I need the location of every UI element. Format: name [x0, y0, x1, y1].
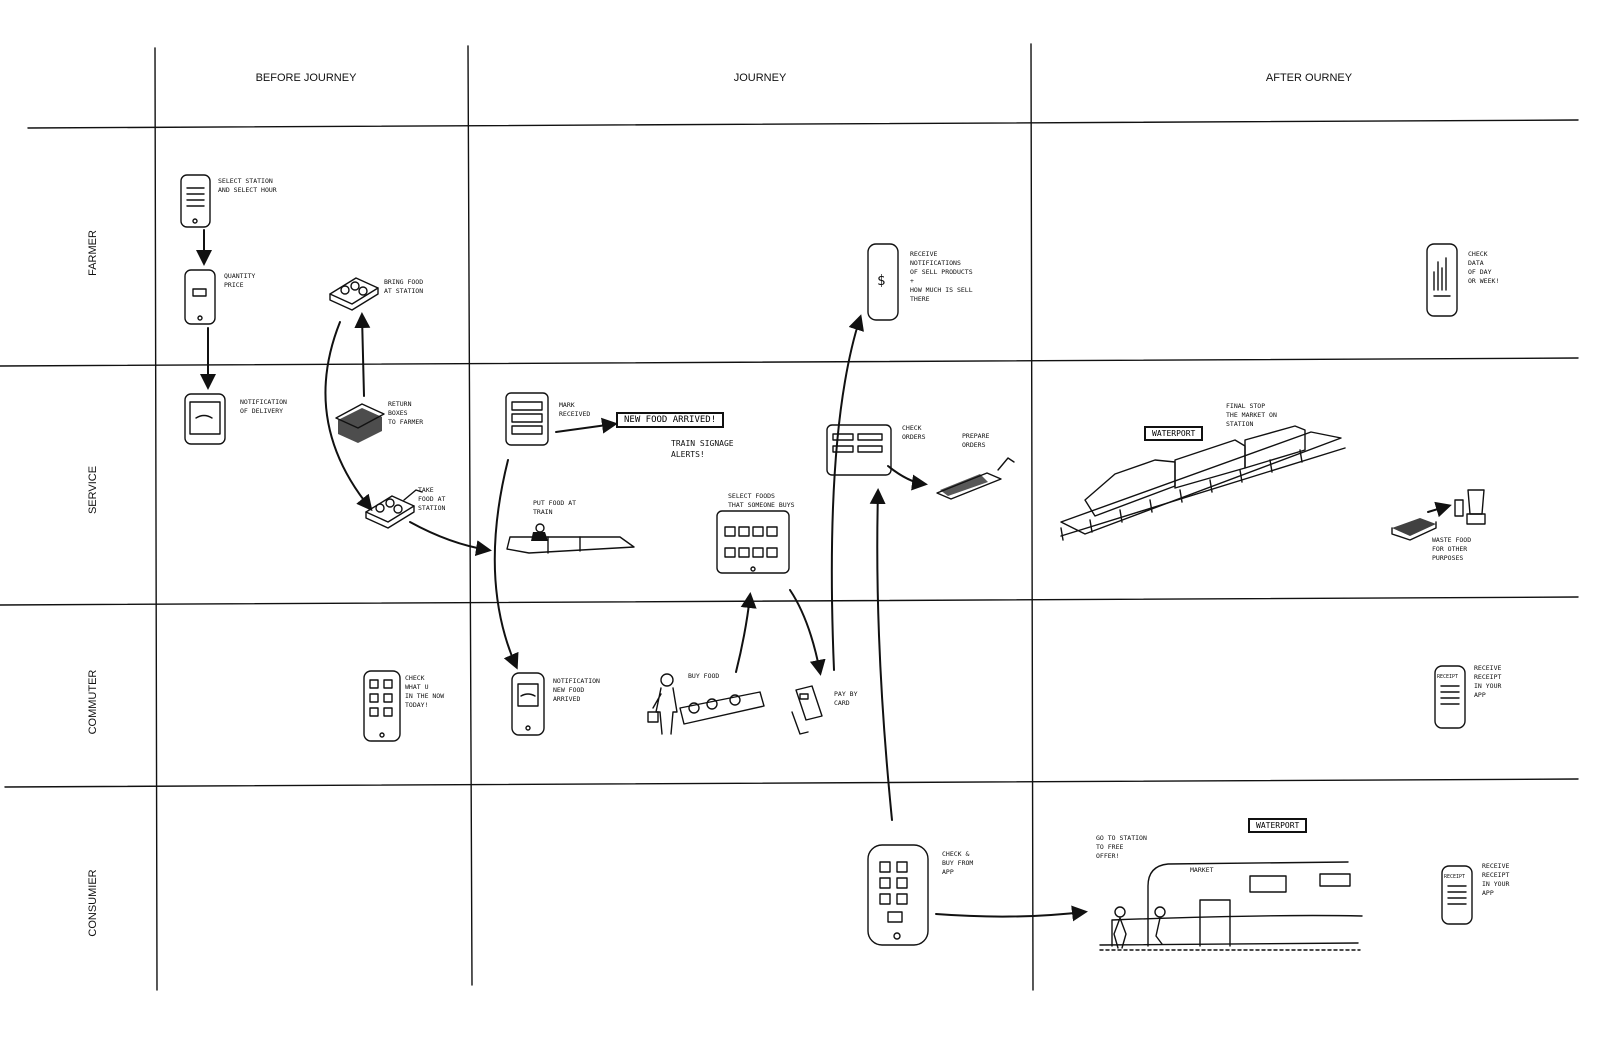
crate-prepare-orders-icon [936, 457, 1015, 500]
note-mark-received: MARK RECEIVED [559, 401, 591, 418]
flow-arrows [196, 229, 1452, 922]
tablet-check-orders-icon [826, 424, 892, 476]
grid-lines [0, 43, 1579, 991]
note-check-buy-app: CHECK & BUY FROM APP [942, 850, 974, 876]
note-receive-receipt-commuter: RECEIVE RECEIPT IN YOUR APP [1474, 664, 1502, 699]
note-select-station: SELECT STATION AND SELECT HOUR [218, 177, 277, 194]
note-check-data: CHECK DATA OF DAY OR WEEK! [1468, 250, 1500, 285]
phone-quantity-icon [184, 269, 216, 325]
note-receive-receipt-consumer: RECEIVE RECEIPT IN YOUR APP [1482, 862, 1510, 897]
row-commuter: COMMUTER [87, 669, 99, 735]
note-receive-notifications: RECEIVE NOTIFICATIONS OF SELL PRODUCTS +… [910, 250, 973, 303]
receipt-label-commuter: RECEIPT [1437, 674, 1459, 680]
receipt-label-consumer: RECEIPT [1444, 874, 1466, 880]
note-market: MARKET [1190, 866, 1214, 874]
phone-receive-notifications-icon: $ [867, 243, 899, 321]
phone-select-station-icon [180, 174, 211, 228]
phone-receipt-consumer-icon [1441, 865, 1473, 925]
row-consumer: CONSUMIER [87, 869, 99, 937]
note-bring-food: BRING FOOD AT STATION [384, 278, 424, 295]
tablet-notification-icon [184, 393, 226, 445]
note-waste-food: WASTE FOOD FOR OTHER PURPOSES [1432, 536, 1472, 562]
column-before-journey: BEFORE JOURNEY [255, 72, 357, 84]
note-final-stop: FINAL STOP THE MARKET ON STATION [1226, 402, 1277, 428]
phone-notification-new-food-icon [511, 672, 545, 736]
note-put-food-train: PUT FOOD AT TRAIN [533, 499, 577, 516]
note-take-food: TAKE FOOD AT STATION [418, 486, 446, 512]
row-service: SERVICE [87, 465, 99, 515]
new-food-arrived-sign: NEW FOOD ARRIVED! [616, 412, 725, 428]
svg-text:$: $ [877, 273, 885, 289]
commuter-buying-icon [647, 673, 765, 735]
note-notification-delivery: NOTIFICATION OF DELIVERY [240, 398, 287, 415]
phone-check-want-icon [363, 670, 401, 742]
phone-receipt-commuter-icon [1434, 665, 1466, 729]
station-sign-consumer: WATERPORT [1248, 818, 1308, 833]
note-quantity-price: QUANTITY PRICE [224, 272, 256, 289]
note-pay-card: PAY BY CARD [834, 690, 858, 707]
tablet-select-foods-icon [716, 510, 790, 574]
column-after-journey: AFTER OURNEY [1265, 72, 1353, 84]
note-prepare-orders: PREPARE ORDERS [962, 432, 990, 449]
train-market-icon [1060, 425, 1346, 541]
train-station-platform-icon [506, 523, 635, 554]
note-train-alerts: TRAIN SIGNAGE ALERTS! [671, 439, 734, 459]
phone-check-buy-icon [867, 844, 929, 946]
crate-bring-food-icon [329, 277, 379, 311]
station-sign-train: WATERPORT [1144, 426, 1204, 441]
note-go-to-station: GO TO STATION TO FREE OFFER! [1096, 834, 1147, 860]
note-buy-food: BUY FOOD [688, 672, 720, 680]
row-farmer: FARMER [87, 230, 99, 276]
note-check-want: CHECK WHAT U IN THE NOW TODAY! [405, 674, 445, 709]
phone-check-data-icon [1426, 243, 1458, 317]
blender-icon [1454, 489, 1486, 525]
boxes-stack-icon [335, 403, 385, 443]
note-return-boxes: RETURN BOXES TO FARMER [388, 400, 424, 426]
note-select-foods: SELECT FOODS THAT SOMEONE BUYS [728, 492, 795, 509]
waste-crate-icon [1391, 518, 1437, 541]
card-reader-icon [791, 685, 823, 735]
note-check-orders: CHECK ORDERS [902, 424, 926, 441]
note-notification-new-food: NOTIFICATION NEW FOOD ARRIVED [553, 677, 600, 703]
station-market-icon [1099, 861, 1363, 951]
crate-take-food-icon [365, 489, 423, 529]
column-journey: JOURNEY [733, 72, 787, 84]
tablet-mark-received-icon [505, 392, 549, 446]
